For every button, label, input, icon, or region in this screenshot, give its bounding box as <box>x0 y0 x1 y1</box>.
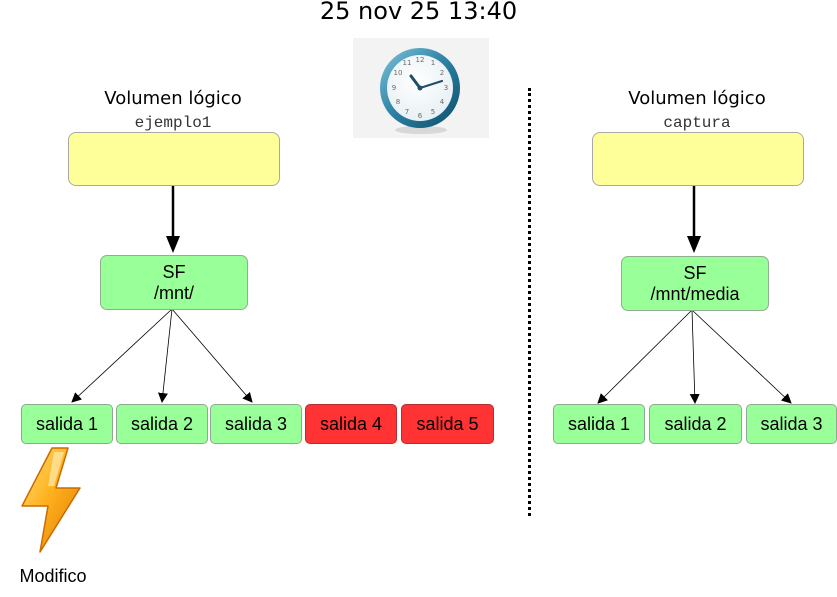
svg-text:1: 1 <box>431 59 435 67</box>
right-volume-name: captura <box>663 114 731 132</box>
left-output-1: salida 1 <box>21 404 113 444</box>
right-output-3: salida 3 <box>746 404 837 444</box>
left-volume-name: ejemplo1 <box>134 114 212 132</box>
left-volume-title: Volumen lógico <box>104 88 242 109</box>
arrow-fs-to-output-2-left <box>157 308 173 403</box>
right-filesystem-path: /mnt/media <box>650 283 740 304</box>
svg-text:12: 12 <box>416 56 425 64</box>
right-filesystem-box: SF /mnt/media <box>621 256 769 311</box>
svg-text:11: 11 <box>403 59 412 67</box>
snapshot-datetime: 25 nov 25 13:40 <box>319 0 518 25</box>
modification-caption: Modifico <box>19 566 87 586</box>
svg-text:10: 10 <box>394 69 403 77</box>
arrow-fs-to-output-3-right <box>691 309 792 404</box>
modification-marker <box>18 446 84 559</box>
svg-text:6: 6 <box>418 112 423 120</box>
arrow-fs-to-output-1-right <box>597 309 693 404</box>
svg-text:3: 3 <box>444 84 448 92</box>
left-output-2: salida 2 <box>116 404 208 444</box>
right-logical-volume-box <box>592 132 804 186</box>
svg-text:2: 2 <box>440 69 444 77</box>
right-volume-title: Volumen lógico <box>628 88 766 109</box>
arrowhead-volume-to-fs-left <box>166 236 180 253</box>
lightning-bolt-icon <box>21 447 81 553</box>
column-divider <box>528 88 531 516</box>
clock-picture: 12 1 2 3 4 5 6 7 8 9 10 11 <box>353 38 489 138</box>
left-output-4: salida 4 <box>305 404 397 444</box>
arrow-fs-to-output-3-left <box>171 308 253 403</box>
left-filesystem-label: SF <box>162 261 186 282</box>
svg-text:8: 8 <box>396 98 400 106</box>
left-filesystem-path: /mnt/ <box>153 282 194 303</box>
right-filesystem-label: SF <box>683 262 707 283</box>
left-logical-volume-box <box>68 132 280 186</box>
arrow-fs-to-output-1-left <box>71 308 173 403</box>
arrow-fs-to-output-2-right <box>689 309 700 404</box>
right-output-1: salida 1 <box>553 404 645 444</box>
wall-clock-icon: 12 1 2 3 4 5 6 7 8 9 10 11 <box>380 48 460 134</box>
svg-text:4: 4 <box>440 98 445 106</box>
arrowhead-volume-to-fs-right <box>687 236 701 253</box>
left-output-5: salida 5 <box>401 404 494 444</box>
left-output-3: salida 3 <box>210 404 302 444</box>
svg-text:7: 7 <box>405 108 409 116</box>
svg-text:9: 9 <box>392 84 396 92</box>
left-filesystem-box: SF /mnt/ <box>100 255 248 310</box>
right-output-2: salida 2 <box>649 404 742 444</box>
svg-text:5: 5 <box>431 108 435 116</box>
